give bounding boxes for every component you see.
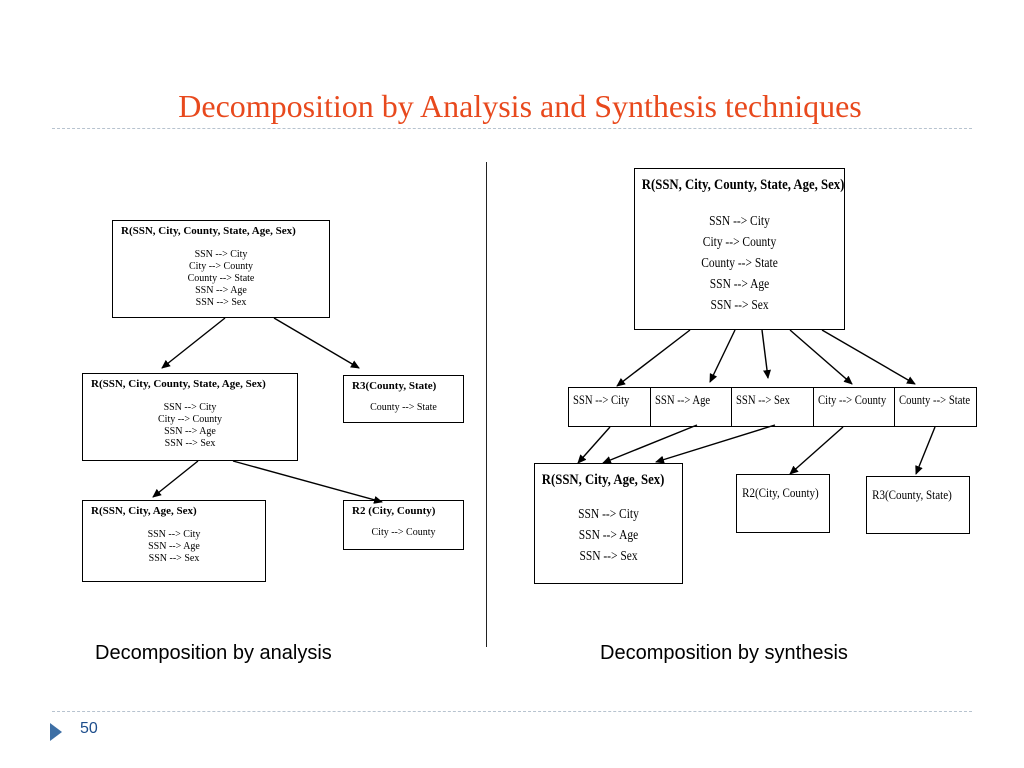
title-divider — [52, 128, 972, 129]
fd-cell-label: SSN --> Sex — [736, 392, 791, 407]
synthesis-root-relation: R(SSN, City, County, State, Age, Sex) SS… — [634, 168, 845, 330]
arrow-cell2-to-r1 — [602, 424, 698, 464]
fd-list: City --> County — [344, 527, 463, 539]
arrow-cell1-to-r1 — [577, 426, 611, 464]
relation-header: R2(City, County) — [742, 485, 819, 500]
relation-header: R2 (City, County) — [352, 505, 436, 517]
fd-item: SSN --> Sex — [195, 297, 247, 308]
synthesis-r2-relation: R2(City, County) — [736, 474, 830, 533]
triangle-bullet-icon — [50, 723, 62, 741]
fd-list: SSN --> City SSN --> Age SSN --> Sex — [83, 529, 265, 565]
fd-list: SSN --> City City --> County County --> … — [635, 210, 844, 315]
fd-cell-label: SSN --> Age — [654, 392, 710, 407]
fd-cell: SSN --> City — [569, 388, 651, 426]
arrow-cell3-to-r1 — [655, 424, 776, 464]
fd-item: SSN --> Sex — [579, 548, 638, 563]
fd-cell-label: City --> County — [817, 392, 886, 407]
fd-list: SSN --> City City --> County County --> … — [113, 249, 329, 309]
fd-item: SSN --> City — [709, 213, 770, 228]
analysis-bottom-relation: R(SSN, City, Age, Sex) SSN --> City SSN … — [82, 500, 266, 582]
relation-header: R3(County, State) — [872, 487, 952, 502]
relation-header: R(SSN, City, County, State, Age, Sex) — [121, 225, 296, 237]
fd-item: SSN --> Age — [148, 541, 200, 552]
analysis-root-relation: R(SSN, City, County, State, Age, Sex) SS… — [112, 220, 330, 318]
vertical-divider — [486, 162, 487, 647]
relation-header: R(SSN, City, County, State, Age, Sex) — [641, 177, 845, 193]
fd-item: SSN --> Sex — [164, 438, 216, 449]
synthesis-r3-relation: R3(County, State) — [866, 476, 970, 534]
fd-item: SSN --> Sex — [148, 553, 200, 564]
relation-header: R(SSN, City, Age, Sex) — [91, 505, 197, 517]
relation-header: R(SSN, City, Age, Sex) — [541, 472, 665, 488]
fd-cell: County --> State — [895, 388, 976, 426]
fd-item: City --> County — [371, 527, 436, 538]
fd-item: County --> State — [370, 402, 437, 413]
fd-item: SSN --> City — [194, 249, 248, 260]
fd-item: City --> County — [158, 414, 222, 425]
page-number: 50 — [80, 720, 98, 737]
slide-title: Decomposition by Analysis and Synthesis … — [178, 88, 862, 124]
analysis-mid-relation: R(SSN, City, County, State, Age, Sex) SS… — [82, 373, 298, 461]
fd-item: SSN --> City — [147, 529, 201, 540]
fd-item: SSN --> Age — [709, 276, 770, 291]
fd-cell-label: SSN --> City — [573, 392, 630, 407]
fd-list: SSN --> City SSN --> Age SSN --> Sex — [535, 503, 682, 566]
arrow-mid-to-bottom — [152, 460, 199, 498]
analysis-r3-relation: R3(County, State) County --> State — [343, 375, 464, 423]
synthesis-r1-relation: R(SSN, City, Age, Sex) SSN --> City SSN … — [534, 463, 683, 584]
fd-item: SSN --> Age — [578, 527, 639, 542]
fd-item: SSN --> Age — [195, 285, 247, 296]
fd-cell: SSN --> Age — [651, 388, 733, 426]
arrow-cell4-to-r2 — [789, 426, 844, 475]
relation-header: R(SSN, City, County, State, Age, Sex) — [91, 378, 266, 390]
fd-item: SSN --> City — [163, 402, 217, 413]
synthesis-caption: Decomposition by synthesis — [600, 642, 848, 664]
fd-list: SSN --> City City --> County SSN --> Age… — [83, 402, 297, 450]
arrow-root-to-cell1 — [616, 329, 691, 387]
fd-item: City --> County — [189, 261, 253, 272]
fd-item: SSN --> City — [578, 506, 639, 521]
relation-header: R3(County, State) — [352, 380, 437, 392]
fd-item: County --> State — [701, 255, 778, 270]
fd-item: SSN --> Age — [164, 426, 216, 437]
fd-list: County --> State — [344, 402, 463, 414]
arrow-root-to-mid — [161, 317, 226, 369]
arrow-root-to-cell5 — [821, 329, 916, 385]
fd-item: SSN --> Sex — [710, 297, 769, 312]
fd-cell: SSN --> Sex — [732, 388, 814, 426]
fd-item: City --> County — [702, 234, 777, 249]
footer-divider — [52, 711, 972, 712]
analysis-r2-relation: R2 (City, County) City --> County — [343, 500, 464, 550]
fd-item: County --> State — [187, 273, 255, 284]
fd-cell-label: County --> State — [899, 392, 971, 407]
arrow-cell5-to-r3 — [915, 426, 936, 475]
analysis-caption: Decomposition by analysis — [95, 642, 332, 664]
arrow-root-to-cell2 — [709, 329, 736, 383]
arrow-root-to-cell4 — [789, 329, 853, 385]
arrow-root-to-cell3 — [761, 329, 771, 379]
fd-cell: City --> County — [814, 388, 896, 426]
arrow-root-to-r3 — [273, 317, 360, 369]
arrow-mid-to-r2 — [232, 460, 383, 504]
